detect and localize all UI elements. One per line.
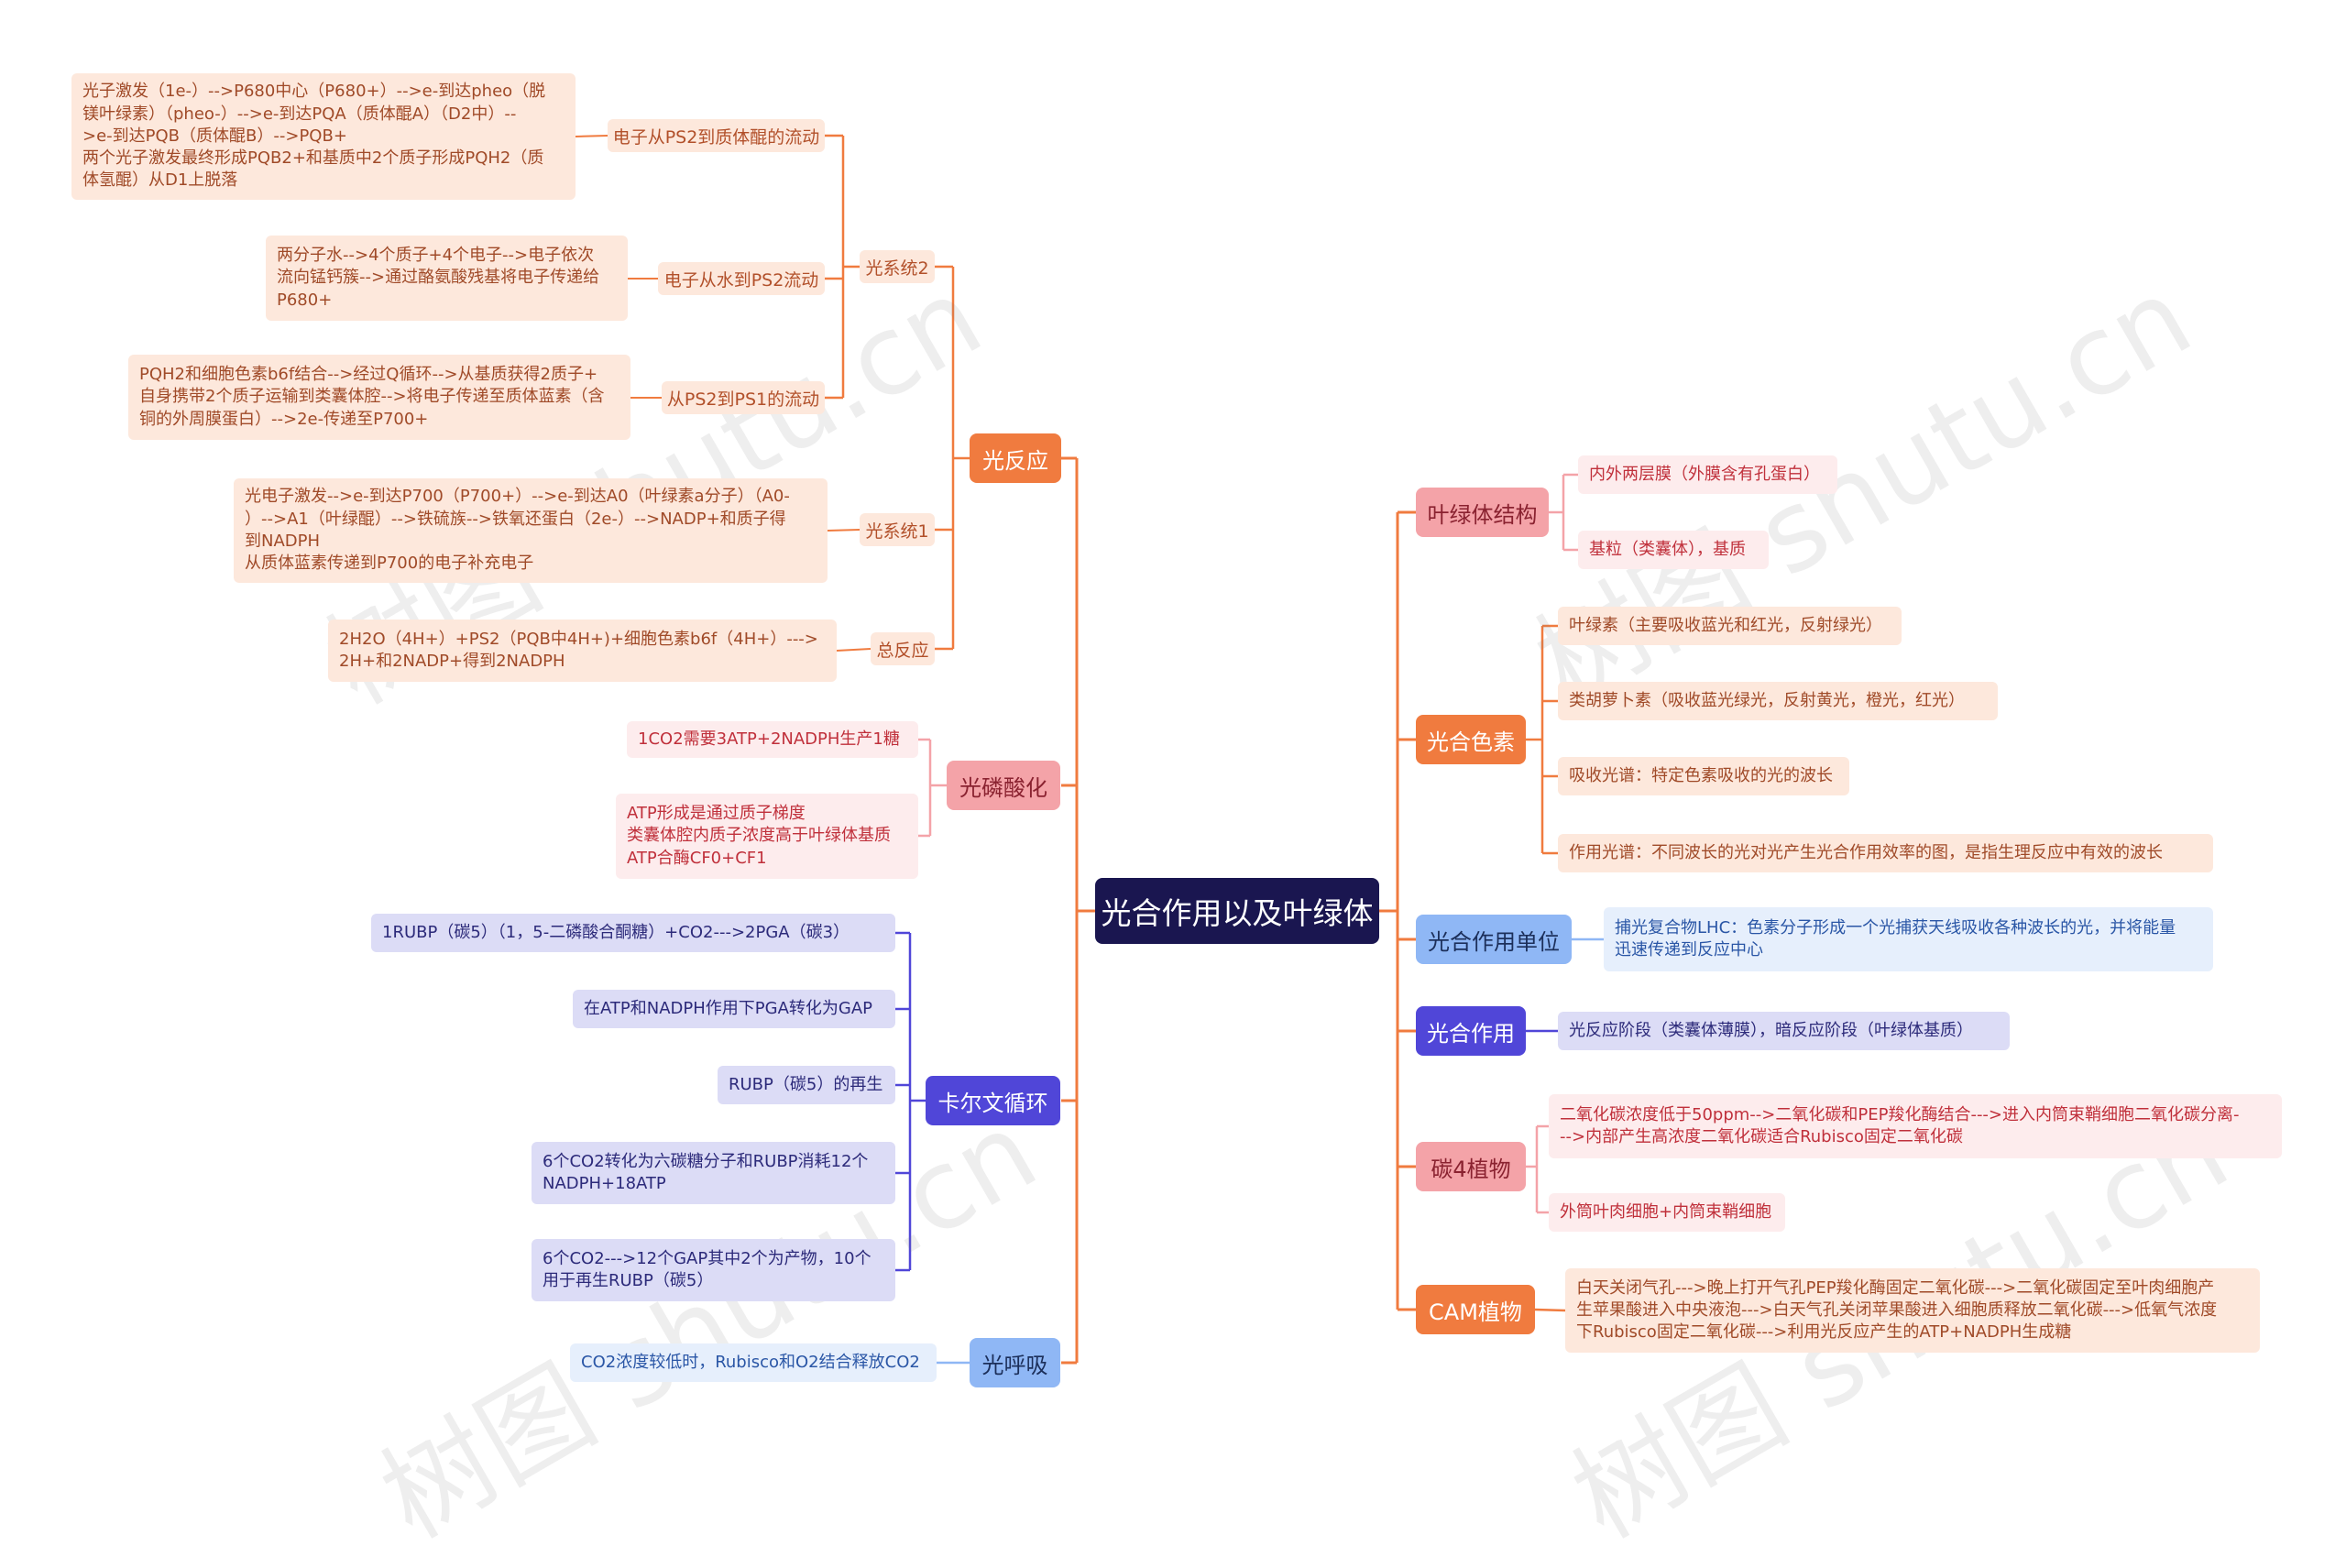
leaf-pigment-3: 吸收光谱：特定色素吸收的光的波长 (1558, 757, 1849, 795)
leaf-structure-1: 内外两层膜（外膜含有孔蛋白） (1578, 455, 1837, 494)
connector (827, 529, 861, 532)
leaf-water-to-ps2: 两分子水-->4个质子+4个电子-->电子依次 流向锰钙簇-->通过酪氨酸残基将… (266, 236, 628, 321)
leaf-pigment-1: 叶绿素（主要吸收蓝光和红光，反射绿光） (1558, 607, 1902, 645)
branch-calvin-cycle[interactable]: 卡尔文循环 (926, 1076, 1060, 1125)
sub-photosystem-1[interactable]: 光系统1 (860, 513, 935, 546)
branch-photosynthetic-unit[interactable]: 光合作用单位 (1416, 915, 1572, 964)
leaf-c4-1: 二氧化碳浓度低于50ppm-->二氧化碳和PEP羧化酶结合--->进入内筒束鞘细… (1549, 1094, 2282, 1158)
topic-ps2-to-ps1[interactable]: 从PS2到PS1的流动 (662, 381, 825, 414)
branch-photorespiration[interactable]: 光呼吸 (970, 1338, 1060, 1387)
branch-c4-plants[interactable]: 碳4植物 (1416, 1142, 1526, 1191)
leaf-photophos-1: 1CO2需要3ATP+2NADPH生产1糖 (627, 721, 918, 758)
leaf-ps2-to-ps1: PQH2和细胞色素b6f结合-->经过Q循环-->从基质获得2质子+ 自身携带2… (128, 355, 630, 440)
leaf-pigment-2: 类胡萝卜素（吸收蓝光绿光，反射黄光，橙光，红光） (1558, 682, 1998, 720)
connector-lines (575, 134, 1604, 1365)
leaf-calvin-3: RUBP（碳5）的再生 (718, 1066, 895, 1104)
sub-photosystem-2[interactable]: 光系统2 (860, 250, 935, 283)
leaf-photorespiration: CO2浓度较低时，Rubisco和O2结合释放CO2 (570, 1343, 937, 1382)
leaf-unit: 捕光复合物LHC：色素分子形成一个光捕获天线吸收各种波长的光，并将能量 迅速传递… (1604, 907, 2213, 971)
leaf-calvin-1: 1RUBP（碳5）（1，5-二磷酸合酮糖）+CO2--->2PGA（碳3） (371, 914, 895, 952)
sub-overall-reaction[interactable]: 总反应 (871, 632, 935, 665)
topic-water-to-ps2[interactable]: 电子从水到PS2流动 (658, 262, 825, 295)
leaf-overall-reaction: 2H2O（4H+）+PS2（PQB中4H+)+细胞色素b6f（4H+）---> … (328, 620, 837, 682)
branch-pigments[interactable]: 光合色素 (1416, 715, 1526, 764)
leaf-photophos-2: ATP形成是通过质子梯度 类囊体腔内质子浓度高于叶绿体基质 ATP合酶CF0+C… (616, 794, 918, 879)
leaf-calvin-4: 6个CO2转化为六碳糖分子和RUBP消耗12个 NADPH+18ATP (532, 1142, 895, 1204)
leaf-calvin-2: 在ATP和NADPH作用下PGA转化为GAP (573, 990, 895, 1028)
leaf-ps2-to-quinone: 光子激发（1e-）-->P680中心（P680+）-->e-到达pheo（脱 镁… (71, 73, 576, 200)
branch-photophosphorylation[interactable]: 光磷酸化 (947, 761, 1060, 810)
branch-chloroplast-structure[interactable]: 叶绿体结构 (1416, 488, 1549, 537)
leaf-structure-2: 基粒（类囊体），基质 (1578, 531, 1769, 569)
leaf-photosynthesis: 光反应阶段（类囊体薄膜），暗反应阶段（叶绿体基质） (1558, 1012, 2010, 1050)
topic-ps2-to-quinone[interactable]: 电子从PS2到质体醌的流动 (608, 119, 825, 152)
connector (575, 135, 608, 137)
leaf-photosystem-1: 光电子激发-->e-到达P700（P700+）-->e-到达A0（叶绿素a分子）… (234, 478, 828, 583)
leaf-pigment-4: 作用光谱：不同波长的光对光产生光合作用效率的图，是指生理反应中有效的波长 (1558, 834, 2213, 872)
leaf-calvin-5: 6个CO2--->12个GAP其中2个为产物，10个 用于再生RUBP（碳5） (532, 1239, 895, 1301)
connector (836, 648, 872, 652)
leaf-c4-2: 外筒叶肉细胞+内筒束鞘细胞 (1549, 1193, 1785, 1232)
leaf-cam: 白天关闭气孔--->晚上打开气孔PEP羧化酶固定二氧化碳--->二氧化碳固定至叶… (1565, 1268, 2260, 1353)
branch-photosynthesis[interactable]: 光合作用 (1416, 1006, 1526, 1056)
center-topic[interactable]: 光合作用以及叶绿体 (1095, 878, 1379, 944)
branch-cam-plants[interactable]: CAM植物 (1416, 1285, 1535, 1334)
branch-light-reaction[interactable]: 光反应 (970, 433, 1061, 483)
